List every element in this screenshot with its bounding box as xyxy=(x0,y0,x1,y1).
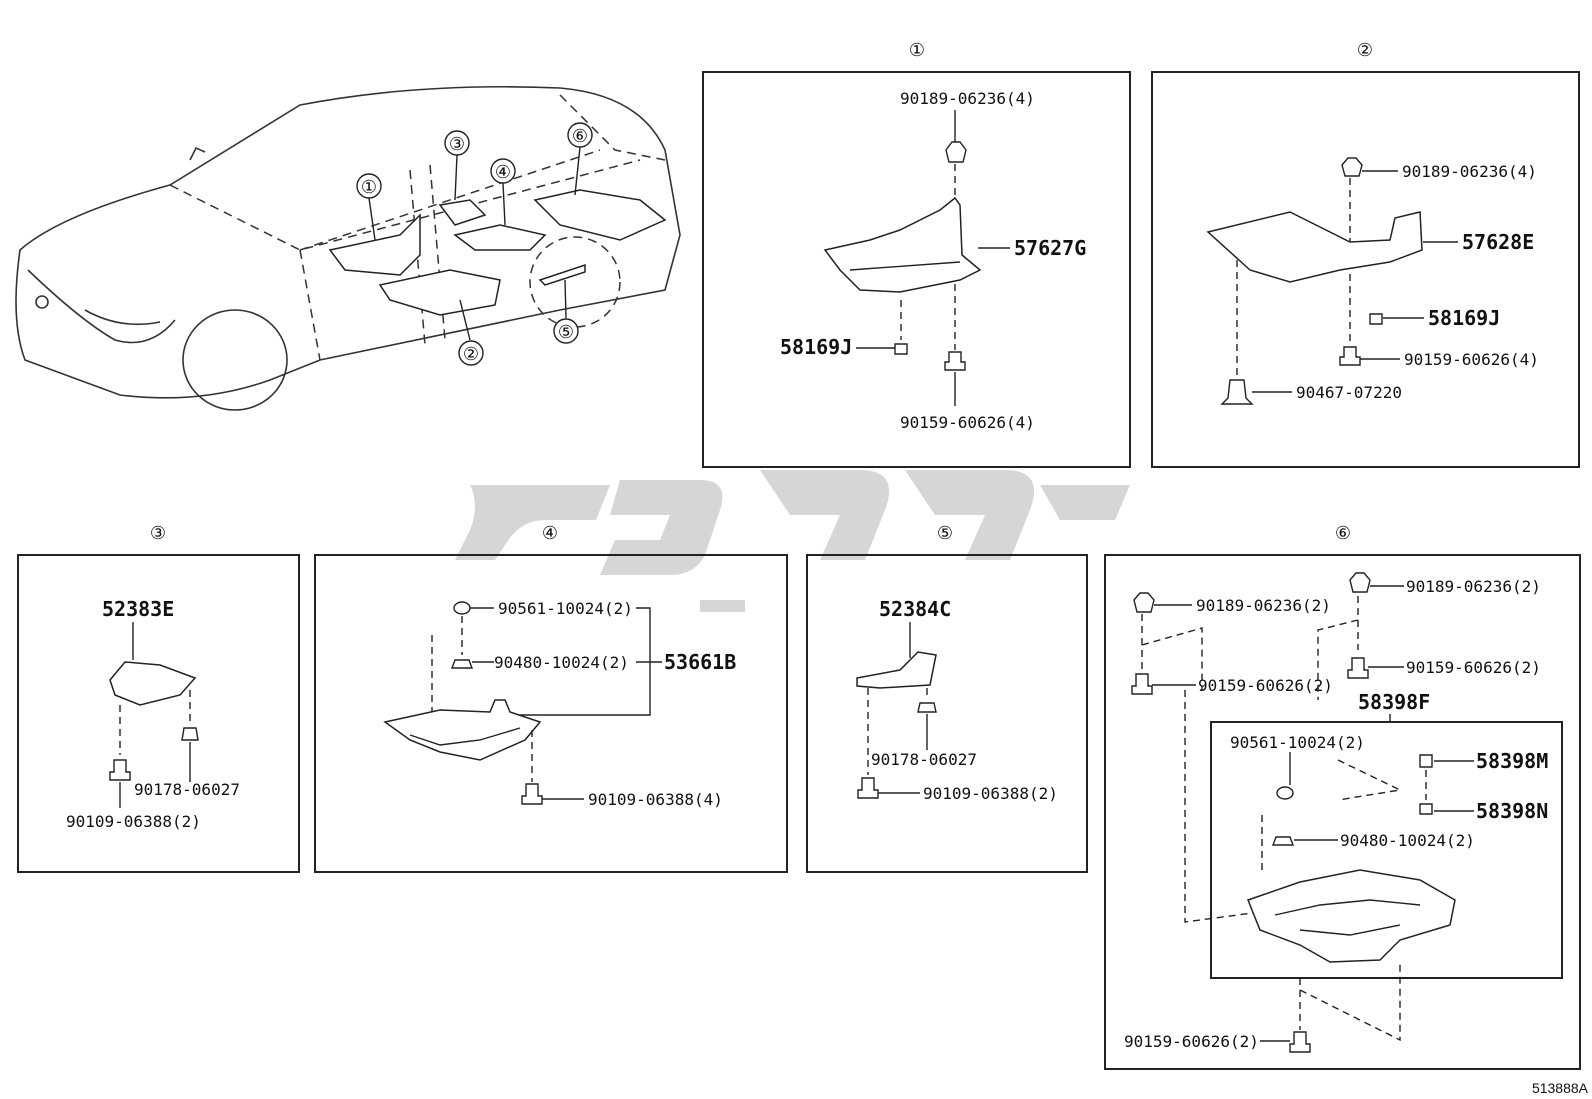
overview-marker-6: ⑥ xyxy=(572,126,588,147)
s4-label-cover: 53661B xyxy=(664,650,736,674)
overview-marker-5: ⑤ xyxy=(558,322,574,343)
s6-label-assembly: 58398F xyxy=(1358,690,1430,714)
s5-label-nut: 90178-06027 xyxy=(871,750,977,769)
overview-marker-2: ② xyxy=(463,344,479,365)
watermark-logo xyxy=(455,470,1130,612)
s6-label-n: 58398N xyxy=(1476,799,1548,823)
s6-label-cap: 90561-10024(2) xyxy=(1230,733,1365,752)
s1-label-bolt: 90159-60626(4) xyxy=(900,413,1035,432)
s2-label-cover: 57628E xyxy=(1462,230,1534,254)
s3-label-bolt: 90109-06388(2) xyxy=(66,812,201,831)
s2-label-clip: 90189-06236(4) xyxy=(1402,162,1537,181)
section-4: ④ 90561-10024(2) 90480-10024(2) 53661B 9… xyxy=(314,523,788,873)
section-4-marker: ④ xyxy=(542,523,558,544)
overview-marker-3: ③ xyxy=(449,134,465,155)
s6-label-bolt-right: 90159-60626(2) xyxy=(1406,658,1541,677)
section-2: ② 90189-06236(4) 57628E 58169J 90159-606… xyxy=(1151,40,1580,468)
s6-label-m: 58398M xyxy=(1476,749,1548,773)
section-1: ① 90189-06236(4) 57627G 58169J 90159-606… xyxy=(702,40,1131,468)
s2-label-nut: 58169J xyxy=(1428,306,1500,330)
s3-label-cover: 52383E xyxy=(102,597,174,621)
s6-label-nut: 90480-10024(2) xyxy=(1340,831,1475,850)
section-6-marker: ⑥ xyxy=(1335,523,1351,544)
s6-label-clip-left: 90189-06236(2) xyxy=(1196,596,1331,615)
overview-marker-4: ④ xyxy=(495,162,511,183)
s1-label-nut: 58169J xyxy=(780,335,852,359)
s4-label-cap: 90561-10024(2) xyxy=(498,599,633,618)
s1-label-clip: 90189-06236(4) xyxy=(900,89,1035,108)
section-3: ③ 52383E 90178-06027 90109-06388(2) xyxy=(17,523,300,873)
section-1-marker: ① xyxy=(909,40,925,61)
s6-label-bolt-bottom: 90159-60626(2) xyxy=(1124,1032,1259,1051)
s2-label-bolt: 90159-60626(4) xyxy=(1404,350,1539,369)
s3-label-nut: 90178-06027 xyxy=(134,780,240,799)
car-overview: ① ③ ④ ⑥ ② ⑤ xyxy=(15,85,681,411)
s6-label-bolt-left: 90159-60626(2) xyxy=(1198,676,1333,695)
drawing-number: 513888A xyxy=(1532,1080,1589,1096)
s6-label-clip-right: 90189-06236(2) xyxy=(1406,577,1541,596)
s5-label-bolt: 90109-06388(2) xyxy=(923,784,1058,803)
s2-label-grommet: 90467-07220 xyxy=(1296,383,1402,402)
section-5-marker: ⑤ xyxy=(937,523,953,544)
section-3-marker: ③ xyxy=(150,523,166,544)
s4-label-nut: 90480-10024(2) xyxy=(494,653,629,672)
overview-marker-1: ① xyxy=(361,177,377,198)
s5-label-cover: 52384C xyxy=(879,597,951,621)
section-2-marker: ② xyxy=(1357,40,1373,61)
s1-label-cover: 57627G xyxy=(1014,236,1086,260)
s4-label-bolt: 90109-06388(4) xyxy=(588,790,723,809)
section-5: ⑤ 52384C 90178-06027 90109-06388(2) xyxy=(806,523,1088,873)
section-6: ⑥ 90189-06236(2) 90159-60626(2) 90189-06… xyxy=(1104,523,1581,1070)
